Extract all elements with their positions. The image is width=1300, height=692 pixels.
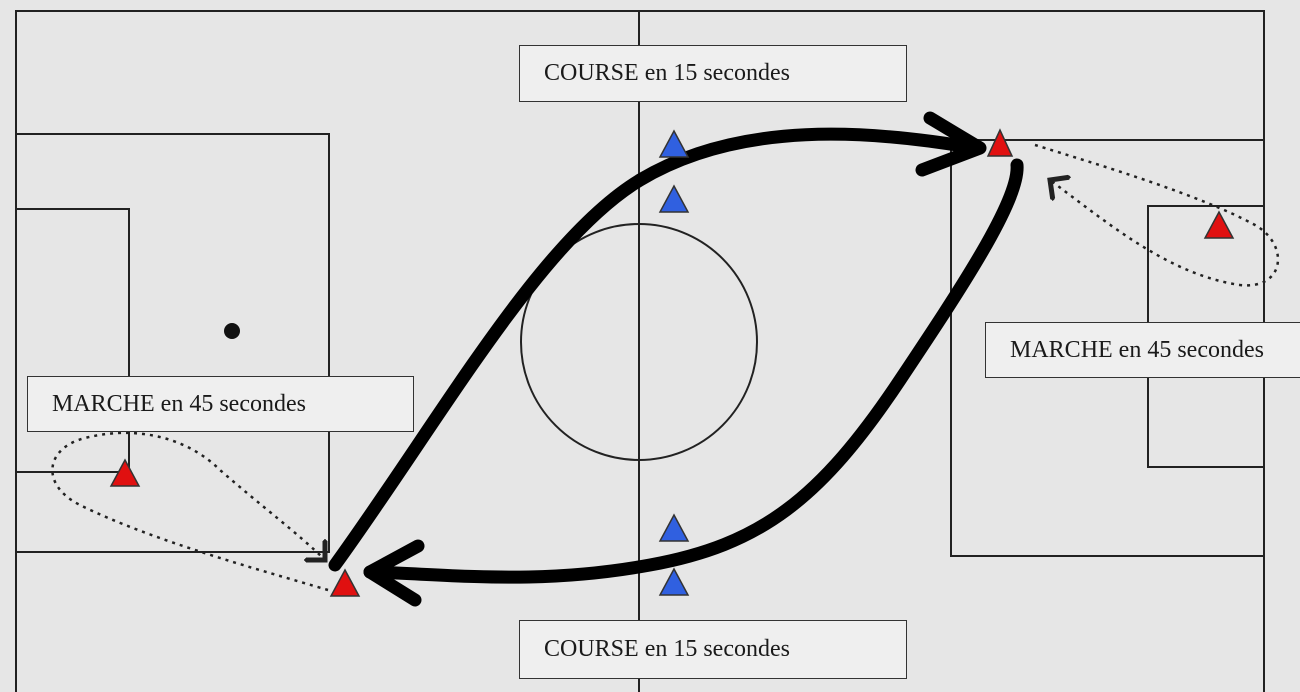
course-label-top-text: COURSE en 15 secondes [544, 60, 790, 86]
blue-cones [658, 129, 690, 596]
walk-label-left-text: MARCHE en 45 secondes [52, 390, 306, 417]
run-arrowhead-upper [915, 111, 987, 177]
run-arrows [328, 111, 1024, 607]
center-circle [520, 223, 758, 461]
right-penalty-area [950, 139, 1264, 557]
run-path-upper [328, 127, 982, 572]
course-label-bottom: COURSE en 15 secondes [519, 620, 907, 679]
walk-label-right-text: MARCHE en 45 secondes [1010, 336, 1264, 363]
walk-loop-right [1034, 143, 1280, 287]
red-cone [1203, 210, 1235, 239]
blue-cone [658, 129, 690, 158]
red-cones [109, 128, 1235, 597]
run-arrowhead-lower [363, 539, 425, 607]
red-cone [109, 458, 141, 487]
penalty-spot [224, 323, 240, 339]
walk-loop-left [51, 431, 329, 592]
left-penalty-area [16, 133, 330, 553]
red-cone [329, 568, 361, 597]
run-path-lower [363, 158, 1024, 584]
walk-label-left: MARCHE en 45 secondes [27, 376, 414, 432]
course-label-top: COURSE en 15 secondes [519, 45, 907, 102]
blue-cone [658, 567, 690, 596]
blue-cone [658, 513, 690, 542]
walk-label-right: MARCHE en 45 secondes [985, 322, 1300, 378]
blue-cone [658, 184, 690, 213]
red-cone [986, 128, 1014, 157]
walk-paths [51, 143, 1280, 592]
course-label-bottom-text: COURSE en 15 secondes [544, 636, 790, 662]
left-goal-area [16, 208, 130, 473]
